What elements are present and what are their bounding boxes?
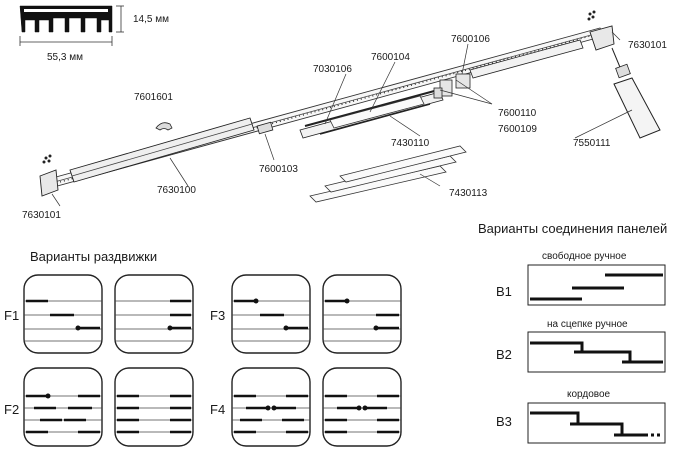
connection-b2-caption: на сцепке ручное [547,319,628,330]
right-end-cap [587,10,615,51]
sliding-variant-f2-b [114,367,194,447]
connection-variants-title: Варианты соединения панелей [478,221,667,236]
connection-b1-caption: свободное ручное [542,250,627,262]
profile-height-label: 14,5 мм [133,14,169,25]
sliding-variant-f2-a [23,367,103,447]
sliding-label-f4: F4 [210,402,225,417]
connection-b3-caption: кордовое [567,389,611,400]
part-label-7430110: 7430110 [391,138,430,149]
clip-7601601 [155,122,173,131]
sliding-label-f3: F3 [210,308,225,323]
connection-b3-code: B3 [496,414,512,429]
sliding-variant-f1-b [114,274,194,354]
part-label-7630100: 7630100 [157,185,196,196]
sliding-variant-f1-a [23,274,103,354]
profile-cross-section: 14,5 мм 55,3 мм [19,5,169,63]
connection-b1-code: B1 [496,284,512,299]
panel-7430110 [329,95,425,129]
sliding-label-f2: F2 [4,402,19,417]
part-label-7600104: 7600104 [371,52,410,63]
leader-lines [51,31,633,207]
part-label-7600109: 7600109 [498,124,537,135]
panel-carrier-long [69,117,255,183]
left-end-cap [39,154,59,197]
sliding-variants-title: Варианты раздвижки [30,249,157,264]
profile-width-label: 55,3 мм [47,52,83,63]
part-label-7600103: 7600103 [259,164,298,175]
part-label-7630101-left: 7630101 [22,210,61,221]
part-label-7601601: 7601601 [134,92,173,103]
right-carriers [433,39,584,99]
sliding-variant-f4-a [231,367,311,447]
cord-wand-7550111 [611,47,661,139]
assembly-drawing: 7630101 7600106 7600104 7030106 7601601 … [22,10,667,221]
sliding-label-f1: F1 [4,308,19,323]
sliding-variant-f3-b [322,274,402,354]
loose-panels-7430113 [309,145,467,203]
part-label-7600110: 7600110 [498,108,537,119]
part-label-7030106: 7030106 [313,64,352,75]
part-label-7430113: 7430113 [449,188,488,199]
connection-b2-code: B2 [496,347,512,362]
carriage-7600103 [256,121,274,135]
connection-b2-diagram [527,331,666,373]
connection-b1-diagram [527,264,666,306]
sliding-variant-f3-a [231,274,311,354]
part-label-7550111: 7550111 [573,138,611,149]
part-label-7630101-right: 7630101 [628,40,667,51]
connection-b3-diagram [527,402,666,444]
sliding-variant-f4-b [322,367,402,447]
part-label-7600106: 7600106 [451,34,490,45]
